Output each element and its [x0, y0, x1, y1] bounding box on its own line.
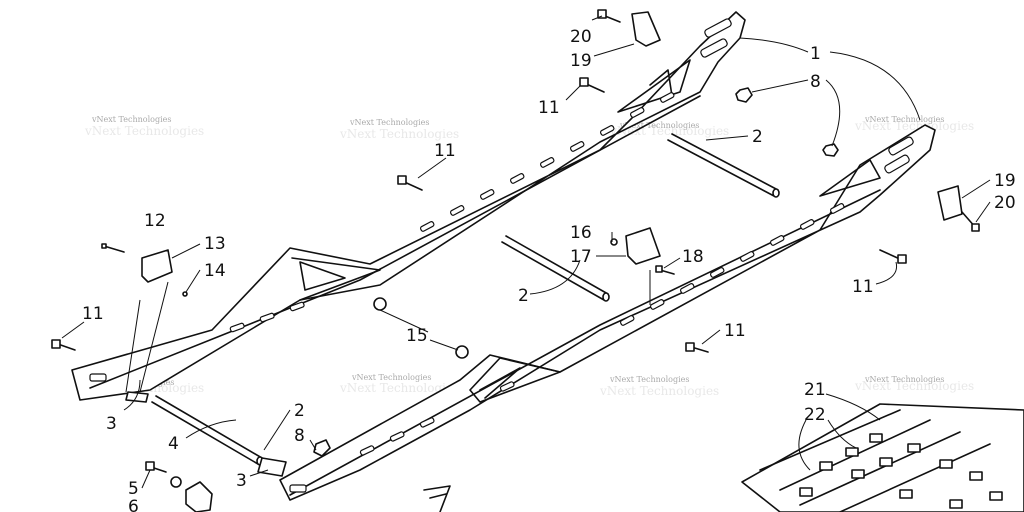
callout-4: 4 — [168, 434, 179, 454]
callout-2: 2 — [518, 286, 529, 306]
watermark: vNext Technologies — [864, 115, 944, 124]
watermark-ghost: vNext Technologies — [339, 381, 459, 395]
callout-11: 11 — [538, 98, 560, 118]
leader-lines — [61, 15, 991, 489]
callout-19: 19 — [570, 51, 592, 71]
callout-11: 11 — [852, 277, 874, 297]
callout-15: 15 — [406, 326, 428, 346]
callout-16: 16 — [570, 223, 592, 243]
callout-19: 19 — [994, 171, 1016, 191]
watermark: vNext Technologies — [619, 121, 699, 130]
callout-8: 8 — [810, 72, 821, 92]
upper-rail — [71, 11, 746, 401]
watermark: vNext Technologies — [609, 375, 689, 384]
callout-11: 11 — [434, 141, 456, 161]
callout-6: 6 — [128, 497, 139, 512]
watermark-ghost: vNext Technologies — [599, 384, 719, 398]
callout-14: 14 — [204, 261, 226, 281]
watermark: vNext Technologies — [351, 373, 431, 382]
callout-5: 5 — [128, 479, 139, 499]
hardware — [51, 9, 980, 512]
callout-11: 11 — [82, 304, 104, 324]
callout-17: 17 — [570, 247, 592, 267]
callout-1: 1 — [810, 44, 821, 64]
watermark: vNext Technologies — [864, 375, 944, 384]
callout-13: 13 — [204, 234, 226, 254]
callout-20: 20 — [570, 27, 592, 47]
watermark: vNext Technologies — [91, 115, 171, 124]
watermark-ghost: vNext Technologies — [854, 119, 974, 133]
callout-2: 2 — [294, 401, 305, 421]
callout-8: 8 — [294, 426, 305, 446]
callout-11: 11 — [724, 321, 746, 341]
callout-22: 22 — [804, 405, 826, 425]
watermark-ghost: vNext Technologies — [609, 124, 729, 138]
watermark-ghost: vNext Technologies — [84, 124, 204, 138]
callout-12: 12 — [144, 211, 166, 231]
callout-2: 2 — [752, 127, 763, 147]
callout-18: 18 — [682, 247, 704, 267]
callout-21: 21 — [804, 380, 826, 400]
lower-rail — [279, 124, 936, 501]
callouts: 1 2 2 2 3 3 4 5 6 8 8 11 11 11 11 11 12 … — [82, 27, 1016, 512]
watermark-ghost: vNext Technologies — [339, 127, 459, 141]
watermark-ghost: vNext Technologies — [854, 379, 974, 393]
cross-shafts — [125, 133, 780, 477]
watermark: vNext Technologies — [349, 118, 429, 127]
callout-3: 3 — [106, 414, 117, 434]
callout-3: 3 — [236, 471, 247, 491]
callout-20: 20 — [994, 193, 1016, 213]
track — [741, 403, 1024, 512]
